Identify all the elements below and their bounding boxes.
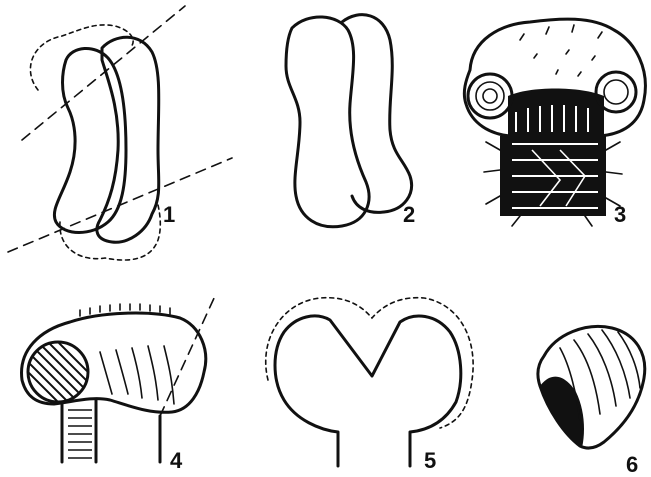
panel-3: 3 [464, 19, 645, 227]
panel-6-label: 6 [626, 452, 638, 477]
panel-1-upper-cut-line [22, 6, 185, 140]
panel-3-label: 3 [614, 202, 626, 227]
panel-5-dotted-outline [266, 298, 473, 428]
panel-5-outline [275, 316, 461, 466]
panel-2-label: 2 [403, 202, 415, 227]
panel-1-label: 1 [163, 202, 175, 227]
panel-2-front-lobe [286, 17, 369, 227]
panel-4-label: 4 [170, 448, 183, 473]
panel-6-dark-base [540, 377, 584, 448]
panel-4-ribs [100, 346, 174, 404]
panel-5-label: 5 [424, 448, 436, 473]
panel-6: 6 [538, 326, 645, 477]
panel-1: 1 [8, 6, 232, 260]
panel-3-opening [508, 89, 604, 137]
panel-5: 5 [266, 298, 473, 473]
panel-4: 4 [22, 296, 215, 473]
panel-2: 2 [286, 15, 415, 227]
panel-4-stem-hatching [68, 410, 92, 458]
panel-1-front-kernel [54, 48, 126, 232]
